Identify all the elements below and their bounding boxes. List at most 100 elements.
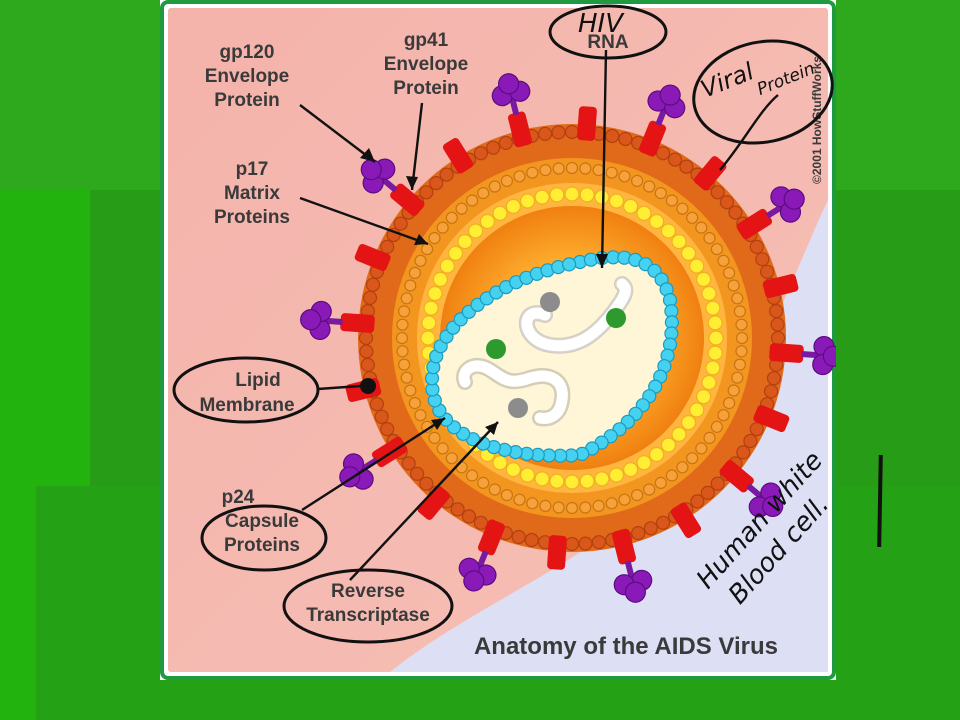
membrane-bead — [398, 305, 411, 318]
label-rt-line1: Reverse — [331, 581, 405, 602]
envelope-bead — [770, 330, 786, 346]
gp41-stem — [769, 343, 804, 363]
p17-matrix-bead — [468, 223, 484, 239]
p17-matrix-bead — [549, 473, 565, 489]
p17-matrix-bead — [534, 471, 550, 487]
label-lipid-line2: Membrane — [199, 395, 294, 416]
gp120-knob — [463, 570, 485, 592]
membrane-bead — [592, 499, 605, 512]
envelope-bead — [759, 264, 775, 279]
envelope-bead — [618, 131, 633, 147]
envelope-bead — [763, 384, 779, 399]
gp41-stem — [417, 485, 450, 520]
membrane-bead — [665, 469, 678, 482]
p17-matrix-bead — [689, 258, 705, 274]
gp120-neck — [624, 560, 635, 580]
p17-matrix-bead — [479, 213, 495, 230]
envelope-bead — [473, 515, 488, 530]
gp41-stem — [694, 156, 727, 191]
p17-matrix-bead — [579, 187, 595, 203]
membrane-bead — [396, 318, 409, 331]
gp41-stem — [340, 313, 375, 333]
envelope-bead — [450, 502, 465, 517]
p17-matrix-bead — [457, 234, 473, 250]
membrane-bead — [631, 489, 644, 502]
p17-matrix-bead — [579, 473, 595, 489]
envelope-bead — [679, 159, 694, 174]
p17-matrix-bead — [701, 285, 717, 302]
membrane-bead — [466, 469, 479, 482]
label-p24-line1: p24 — [222, 487, 255, 508]
membrane-bead — [665, 194, 678, 207]
membrane-bead — [643, 483, 656, 496]
gp120-knob — [762, 495, 784, 518]
membrane-bead — [722, 266, 736, 279]
gp41-stem — [577, 106, 597, 141]
p17-matrix-bead — [695, 271, 712, 287]
envelope-bead — [360, 357, 375, 372]
membrane-bead — [428, 431, 441, 444]
envelope-spike — [670, 502, 702, 539]
blood-cell-region — [390, 200, 828, 672]
membrane-bead — [539, 499, 552, 512]
gp41-stem — [547, 535, 567, 570]
p17-matrix-bead — [636, 205, 652, 221]
label-lipid-line1: Lipid — [235, 370, 280, 391]
p17-matrix-bead — [705, 360, 721, 376]
envelope-spike — [639, 84, 686, 157]
p17-matrix-bead — [439, 258, 455, 274]
p17-matrix-bead — [564, 474, 580, 490]
gp41-stem — [762, 273, 799, 298]
envelope-bead — [564, 124, 580, 140]
gp41-stem — [736, 208, 773, 240]
envelope-bead — [401, 456, 416, 471]
membrane-bead — [710, 243, 724, 256]
envelope-bead — [736, 445, 751, 460]
circle-p24 — [200, 504, 328, 572]
membrane-bead — [710, 420, 724, 433]
membrane-bead — [735, 318, 748, 331]
p17-matrix-bead — [623, 462, 639, 478]
label-gp41-line1: gp41 — [404, 30, 449, 51]
circle-hiv-rna — [548, 4, 668, 60]
p17-matrix-bead — [623, 198, 639, 214]
membrane-bead — [703, 232, 716, 245]
membrane-bead — [552, 162, 565, 175]
label-rna: RNA — [587, 32, 628, 53]
gp120-neck — [324, 317, 343, 325]
gp41-stem — [639, 120, 667, 157]
membrane-bead — [654, 476, 667, 489]
envelope-spike — [300, 300, 375, 340]
p17-matrix-bead — [707, 315, 723, 331]
envelope-bead — [643, 521, 658, 536]
label-lipid: Lipid Membrane — [199, 370, 294, 416]
envelope-spike — [354, 243, 391, 271]
envelope-spike — [753, 405, 790, 433]
membrane-bead — [408, 266, 421, 279]
p17-matrix-bead — [594, 471, 610, 487]
envelope-bead — [358, 330, 374, 346]
envelope-bead — [564, 536, 580, 552]
label-gp120: gp120 Envelope Protein — [205, 42, 289, 111]
envelope-bead — [719, 195, 735, 210]
envelope-bead — [374, 409, 389, 424]
envelope-bead — [591, 535, 606, 550]
label-rt-line2: Transcriptase — [306, 605, 430, 626]
gp120-knob — [624, 581, 646, 603]
envelope-bead — [473, 146, 488, 161]
p17-matrix-bead — [505, 462, 521, 478]
envelope-bead — [486, 140, 501, 155]
membrane-bead — [605, 497, 618, 510]
membrane-bead — [552, 501, 565, 514]
membrane-bead — [579, 501, 592, 514]
envelope-spike — [762, 273, 799, 298]
circle-lipid-membrane — [172, 356, 320, 424]
label-p24-line3: Proteins — [224, 535, 300, 556]
membrane-bead — [488, 483, 501, 496]
membrane-bead — [404, 384, 417, 397]
membrane-bead — [455, 202, 468, 215]
gp41-stem — [442, 137, 474, 174]
membrane-bead — [436, 221, 449, 234]
envelope-bead — [365, 277, 381, 292]
gp120-knob — [783, 188, 805, 210]
